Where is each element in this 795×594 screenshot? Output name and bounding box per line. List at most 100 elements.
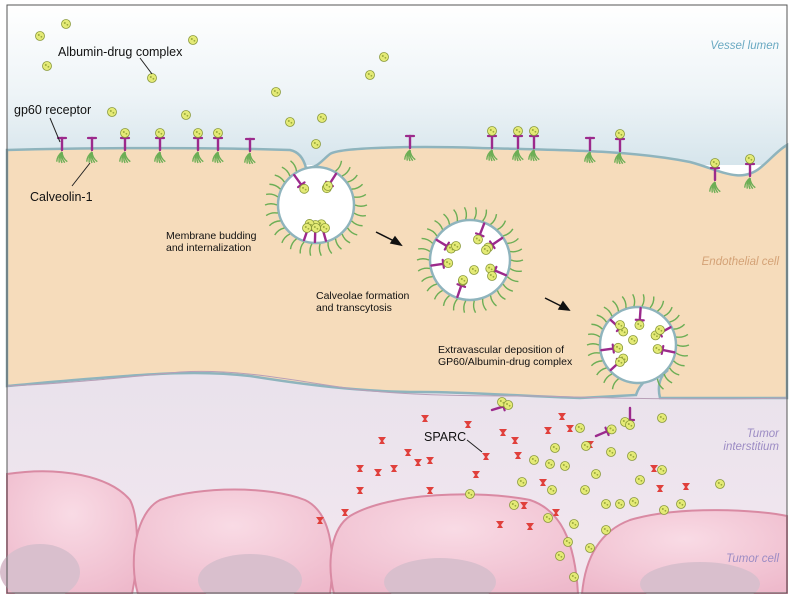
caveolin-1-spike [603, 373, 613, 384]
caveolin-1-spike [590, 360, 603, 367]
caveolin-1-spike [442, 294, 450, 307]
gp60-receptor [600, 343, 615, 354]
caveolin-1-spike [584, 151, 591, 162]
albumin-particle [120, 128, 130, 138]
caveolin-1-spike [528, 149, 535, 160]
albumin-particle [517, 477, 527, 487]
caveolin-1-spike [675, 352, 689, 357]
caveolin-1-spike [663, 306, 673, 317]
caveolin-1-spike [351, 183, 364, 190]
caveolae-label-line1: Calveolae formation [316, 290, 410, 302]
caveolin-1-spike [327, 242, 333, 254]
albumin-particle [591, 469, 601, 479]
deposition-label: Extravascular deposition of GP60/Albumin… [438, 344, 572, 368]
caveolin-1-spike [472, 300, 477, 314]
caveolin-1-spike [426, 228, 438, 237]
caveolin-1-spike [354, 193, 367, 198]
caveolin-1-spike [299, 241, 305, 254]
sparc-molecule [421, 415, 429, 422]
caveolin-1-spike [268, 220, 281, 227]
albumin-particle [745, 154, 755, 164]
gp60-receptor [293, 173, 306, 189]
caveolin-1-spike [509, 248, 523, 253]
tumor-cells [0, 470, 788, 594]
figure-frame [6, 4, 788, 594]
sparc-molecule [552, 509, 560, 516]
albumin-particle [601, 499, 611, 509]
albumin-particle [629, 497, 639, 507]
gp60-receptor [212, 136, 224, 152]
albumin-particle [529, 126, 539, 136]
sparc-molecule [464, 421, 472, 428]
albumin-particle [655, 325, 665, 335]
caveolin-1-spike [507, 237, 519, 245]
sparc-molecule [499, 429, 507, 436]
sparc-molecule [682, 483, 690, 490]
albumin-particle [61, 19, 71, 29]
albumin-particle [676, 499, 686, 509]
budding-label-line2: and internalization [166, 242, 252, 255]
gp60-receptor [474, 222, 486, 238]
sparc-molecule [341, 509, 349, 516]
caveolin-1-spike [290, 160, 298, 172]
caveolin-1-spike [512, 149, 519, 160]
albumin-particle [509, 500, 519, 510]
albumin-leader [139, 57, 153, 75]
caveolin-1-spike [341, 166, 351, 177]
caveolin-1-spike [351, 220, 363, 227]
albumin-particle [715, 479, 725, 489]
gp60-receptor [244, 137, 256, 153]
sparc-molecules [316, 413, 690, 530]
deposition-label-line2: GP60/Albumin-drug complex [438, 356, 573, 369]
albumin-particle [550, 443, 560, 453]
vessel-lumen-label: Vessel lumen [710, 40, 779, 52]
albumin-particle [320, 223, 330, 233]
gp60-receptor [430, 258, 445, 269]
caveolin-1-spike [657, 300, 665, 312]
arrow-2-head [557, 300, 571, 311]
albumin-particle [365, 70, 375, 80]
albumin-particle [635, 475, 645, 485]
caveolin-1-spike [668, 367, 680, 376]
caveolin-1-spike [119, 151, 126, 162]
sparc-leader [466, 439, 483, 453]
gp60-receptor [486, 134, 498, 150]
albumin-particle [606, 447, 616, 457]
gp60-receptor [512, 134, 524, 150]
albumin-particle [107, 107, 117, 117]
caveolin-1-spike [346, 227, 358, 236]
caveolin-1-spike [676, 333, 689, 338]
caveolin-1-spike [596, 367, 607, 376]
tumor-cell-label: Tumor cell [726, 553, 779, 565]
caveolin-1-spike [265, 212, 278, 217]
caveolae-formation-label: Calveolae formation and transcytosis [316, 290, 409, 314]
albumin-particle [547, 485, 557, 495]
nucleus-3 [384, 558, 496, 594]
caveolin-1-spike [318, 243, 322, 257]
caveolin-1-spike [347, 174, 358, 183]
caveolin-1-spike [334, 238, 342, 250]
sparc-molecule [520, 502, 528, 509]
albumin-particle [627, 451, 637, 461]
sparc-molecule [374, 469, 382, 476]
caveolin-leader [71, 162, 91, 187]
sparc-molecule [472, 471, 480, 478]
caveolin-1-spike [673, 360, 685, 367]
albumin-particle [555, 551, 565, 561]
caveolin-1-spike [587, 352, 600, 357]
caveolae-label-line2: and transcytosis [316, 302, 392, 315]
albumin-particle [601, 525, 611, 535]
albumin-particle [529, 455, 539, 465]
albumin-particle [188, 35, 198, 45]
caveolin-1-spike [611, 378, 619, 390]
vessel-lumen-background [7, 5, 787, 165]
gp60-receptor [56, 136, 68, 152]
caveolin-1-spike [621, 296, 627, 308]
caveolin-1-spike [473, 207, 477, 220]
caveolin-1-spike [496, 290, 506, 301]
caveolin-1-spike [281, 233, 291, 244]
caveolin-1-spike [587, 333, 601, 338]
albumin-particle [302, 223, 312, 233]
albumin-particle [659, 505, 669, 515]
caveolin-1-spike [490, 213, 498, 226]
